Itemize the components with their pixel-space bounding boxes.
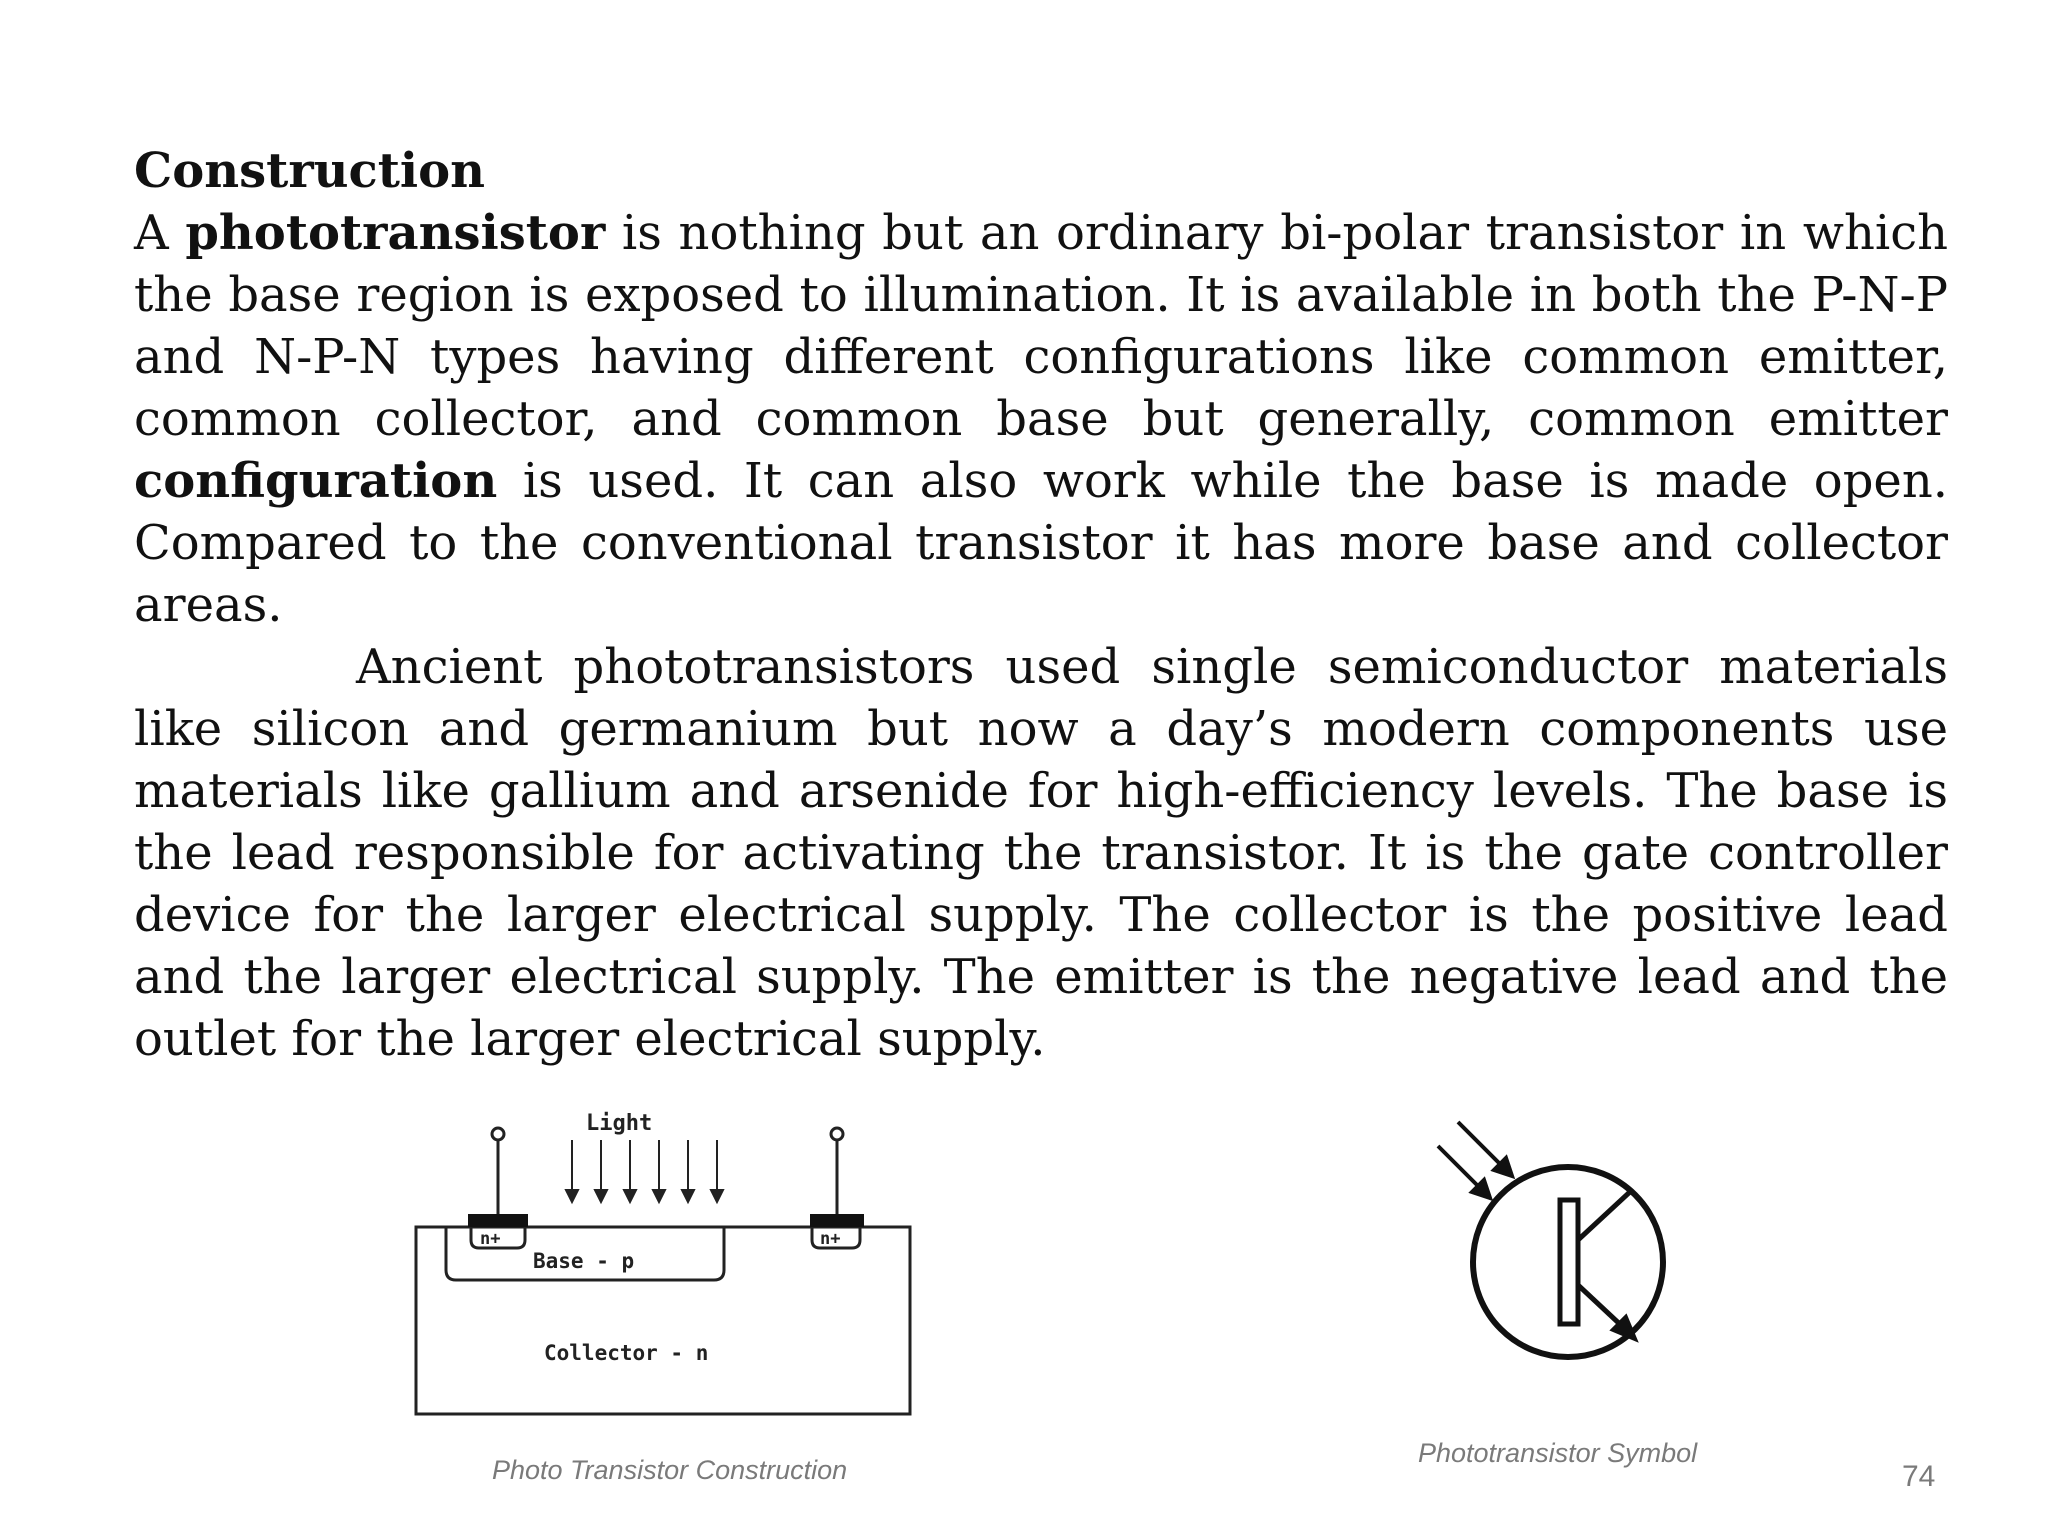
paragraph-1-bold-phototransistor: phototransistor <box>185 205 606 261</box>
collector-metal-pad <box>810 1214 864 1227</box>
symbol-collector-lead <box>1576 1188 1634 1242</box>
emitter-contact <box>469 1227 527 1250</box>
symbol-emitter-lead <box>1576 1283 1626 1330</box>
paragraph-1-bold-configuration: configuration <box>134 453 498 509</box>
emitter-terminal <box>490 1126 506 1142</box>
incident-light-arrows-icon <box>1436 1120 1516 1202</box>
base-label: Base - p <box>533 1249 634 1273</box>
collector-terminal <box>829 1126 845 1142</box>
base-region <box>444 1227 726 1282</box>
paragraph-1-text-c: is used. It can also work while the base… <box>134 453 1948 633</box>
collector-contact <box>810 1227 862 1250</box>
collector-contact-label: n+ <box>820 1229 840 1249</box>
paragraph-1-text-a: A <box>134 205 186 261</box>
light-arrows-icon <box>564 1140 725 1205</box>
paragraph-1-text-b: is nothing but an ordinary bi-polar tran… <box>134 205 1949 447</box>
emitter-contact-label: n+ <box>480 1229 500 1249</box>
paragraph-1: A phototransistor is nothing but an ordi… <box>134 202 1948 636</box>
construction-caption: Photo Transistor Construction <box>492 1455 848 1485</box>
symbol-caption: Phototransistor Symbol <box>1418 1438 1698 1468</box>
collector-label: Collector - n <box>544 1341 708 1365</box>
emitter-arrow-icon <box>1609 1313 1639 1343</box>
emitter-metal-pad <box>468 1214 528 1227</box>
body-text: Construction A phototransistor is nothin… <box>134 140 1948 1070</box>
phototransistor-symbol <box>1436 1120 1666 1360</box>
collector-region <box>414 1225 912 1416</box>
section-heading: Construction <box>134 143 486 199</box>
symbol-circle <box>1470 1164 1666 1360</box>
construction-diagram: Light n+ n+ Base - p Collector - n <box>414 1111 912 1416</box>
light-label: Light <box>586 1111 652 1136</box>
paragraph-2: Ancient phototransistors used single sem… <box>134 639 1948 1067</box>
symbol-base-bar <box>1557 1197 1581 1327</box>
page-number: 74 <box>1902 1460 1936 1493</box>
